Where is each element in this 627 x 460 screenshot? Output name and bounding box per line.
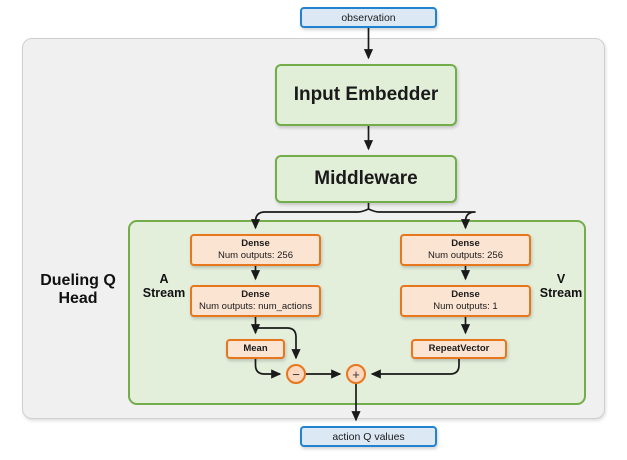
a-stream-dense-2-title: Dense bbox=[241, 289, 270, 300]
v-stream-dense-2-subtitle: Num outputs: 1 bbox=[433, 301, 498, 312]
mean-label: Mean bbox=[243, 343, 268, 354]
a-stream-dense-2-subtitle: Num outputs: num_actions bbox=[198, 301, 312, 312]
v-stream-label: V Stream bbox=[537, 272, 585, 301]
v-stream-dense-1-node[interactable]: Dense Num outputs: 256 bbox=[400, 234, 531, 266]
v-stream-label-line-1: V bbox=[556, 272, 566, 286]
v-stream-dense-1-title: Dense bbox=[451, 238, 480, 249]
repeat-vector-label: RepeatVector bbox=[428, 343, 490, 354]
a-stream-dense-1-subtitle: Num outputs: 256 bbox=[218, 250, 293, 261]
a-stream-label-line-2: Stream bbox=[142, 286, 186, 301]
a-stream-dense-1-node[interactable]: Dense Num outputs: 256 bbox=[190, 234, 321, 266]
action-q-values-node[interactable]: action Q values bbox=[300, 426, 437, 447]
a-stream-label: A Stream bbox=[141, 272, 187, 301]
v-stream-label-line-2: Stream bbox=[539, 286, 583, 301]
v-stream-dense-1-subtitle: Num outputs: 256 bbox=[428, 250, 503, 261]
a-stream-dense-2-node[interactable]: Dense Num outputs: num_actions bbox=[190, 285, 321, 317]
subtract-operator-node[interactable]: − bbox=[286, 364, 306, 384]
middleware-node[interactable]: Middleware bbox=[275, 155, 457, 203]
repeat-vector-node[interactable]: RepeatVector bbox=[411, 339, 507, 359]
a-stream-dense-1-title: Dense bbox=[241, 238, 270, 249]
add-operator-node[interactable]: + bbox=[346, 364, 366, 384]
v-stream-dense-2-node[interactable]: Dense Num outputs: 1 bbox=[400, 285, 531, 317]
observation-node[interactable]: observation bbox=[300, 7, 437, 28]
v-stream-dense-2-title: Dense bbox=[451, 289, 480, 300]
mean-node[interactable]: Mean bbox=[226, 339, 285, 359]
dueling-q-head-label: Dueling Q Head bbox=[40, 272, 116, 308]
a-stream-label-line-1: A bbox=[159, 272, 169, 286]
input-embedder-node[interactable]: Input Embedder bbox=[275, 64, 457, 126]
